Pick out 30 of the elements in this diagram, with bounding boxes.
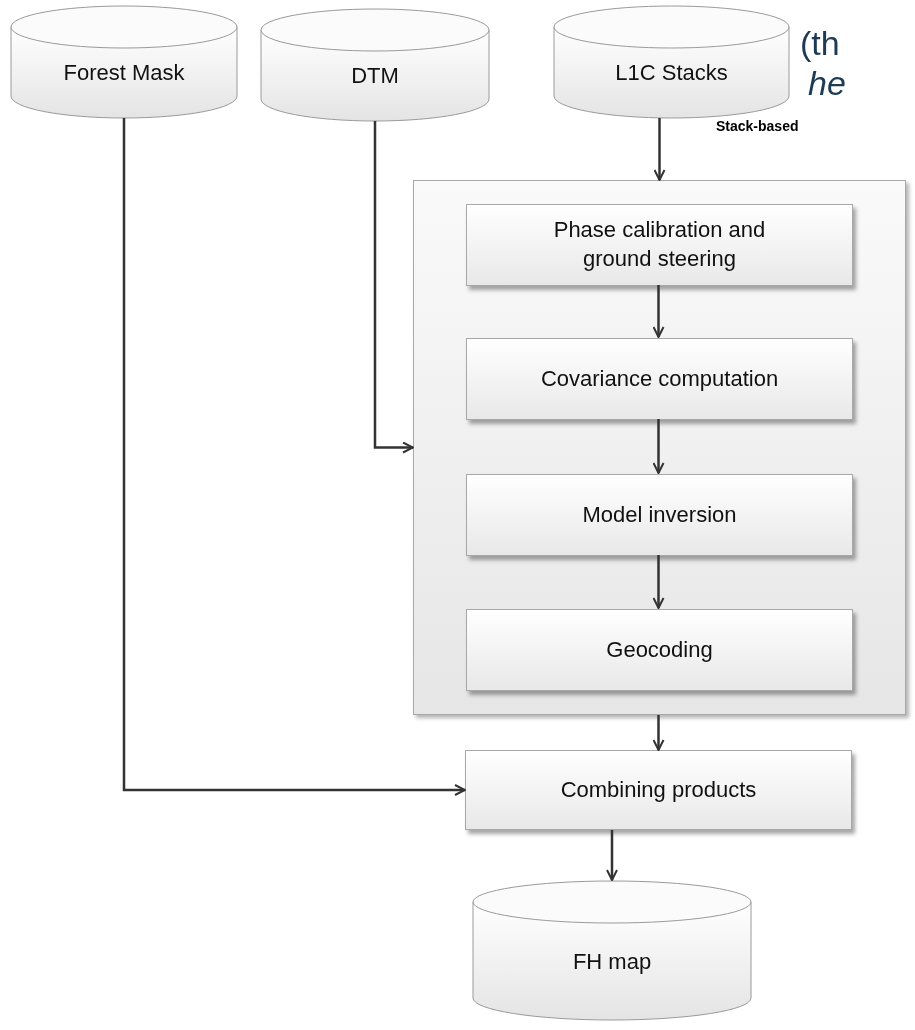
node-label: Phase calibration and ground steering: [552, 216, 767, 273]
node-label: L1C Stacks: [615, 59, 728, 87]
node-label: FH map: [572, 947, 652, 976]
node-label: Geocoding: [606, 635, 713, 664]
process-box: [466, 474, 853, 556]
node-label: Combining products: [560, 775, 757, 804]
arrow: [652, 285, 665, 338]
process-box: [466, 338, 853, 420]
process-box: [466, 609, 853, 691]
database-cylinder: [553, 5, 790, 118]
group-panel: [413, 180, 906, 715]
node-label: Covariance computation: [540, 364, 779, 393]
node-label: Model inversion: [582, 500, 737, 529]
arrow: [652, 555, 665, 609]
text-label: (th: [800, 23, 840, 64]
database-cylinder: [260, 8, 490, 121]
arrow: [373, 121, 414, 454]
process-box: [466, 204, 853, 286]
arrow: [652, 715, 665, 751]
arrow: [653, 118, 666, 181]
database-cylinder: [472, 880, 752, 1020]
arrow: [652, 419, 665, 474]
process-box: [465, 750, 852, 830]
database-cylinder: [10, 5, 238, 118]
arrow: [122, 118, 466, 796]
node-label: DTM: [351, 62, 399, 90]
arrow: [606, 830, 618, 881]
text-label: he: [808, 63, 846, 104]
text-label: Stack-based: [716, 117, 799, 136]
node-label: Forest Mask: [63, 59, 185, 87]
